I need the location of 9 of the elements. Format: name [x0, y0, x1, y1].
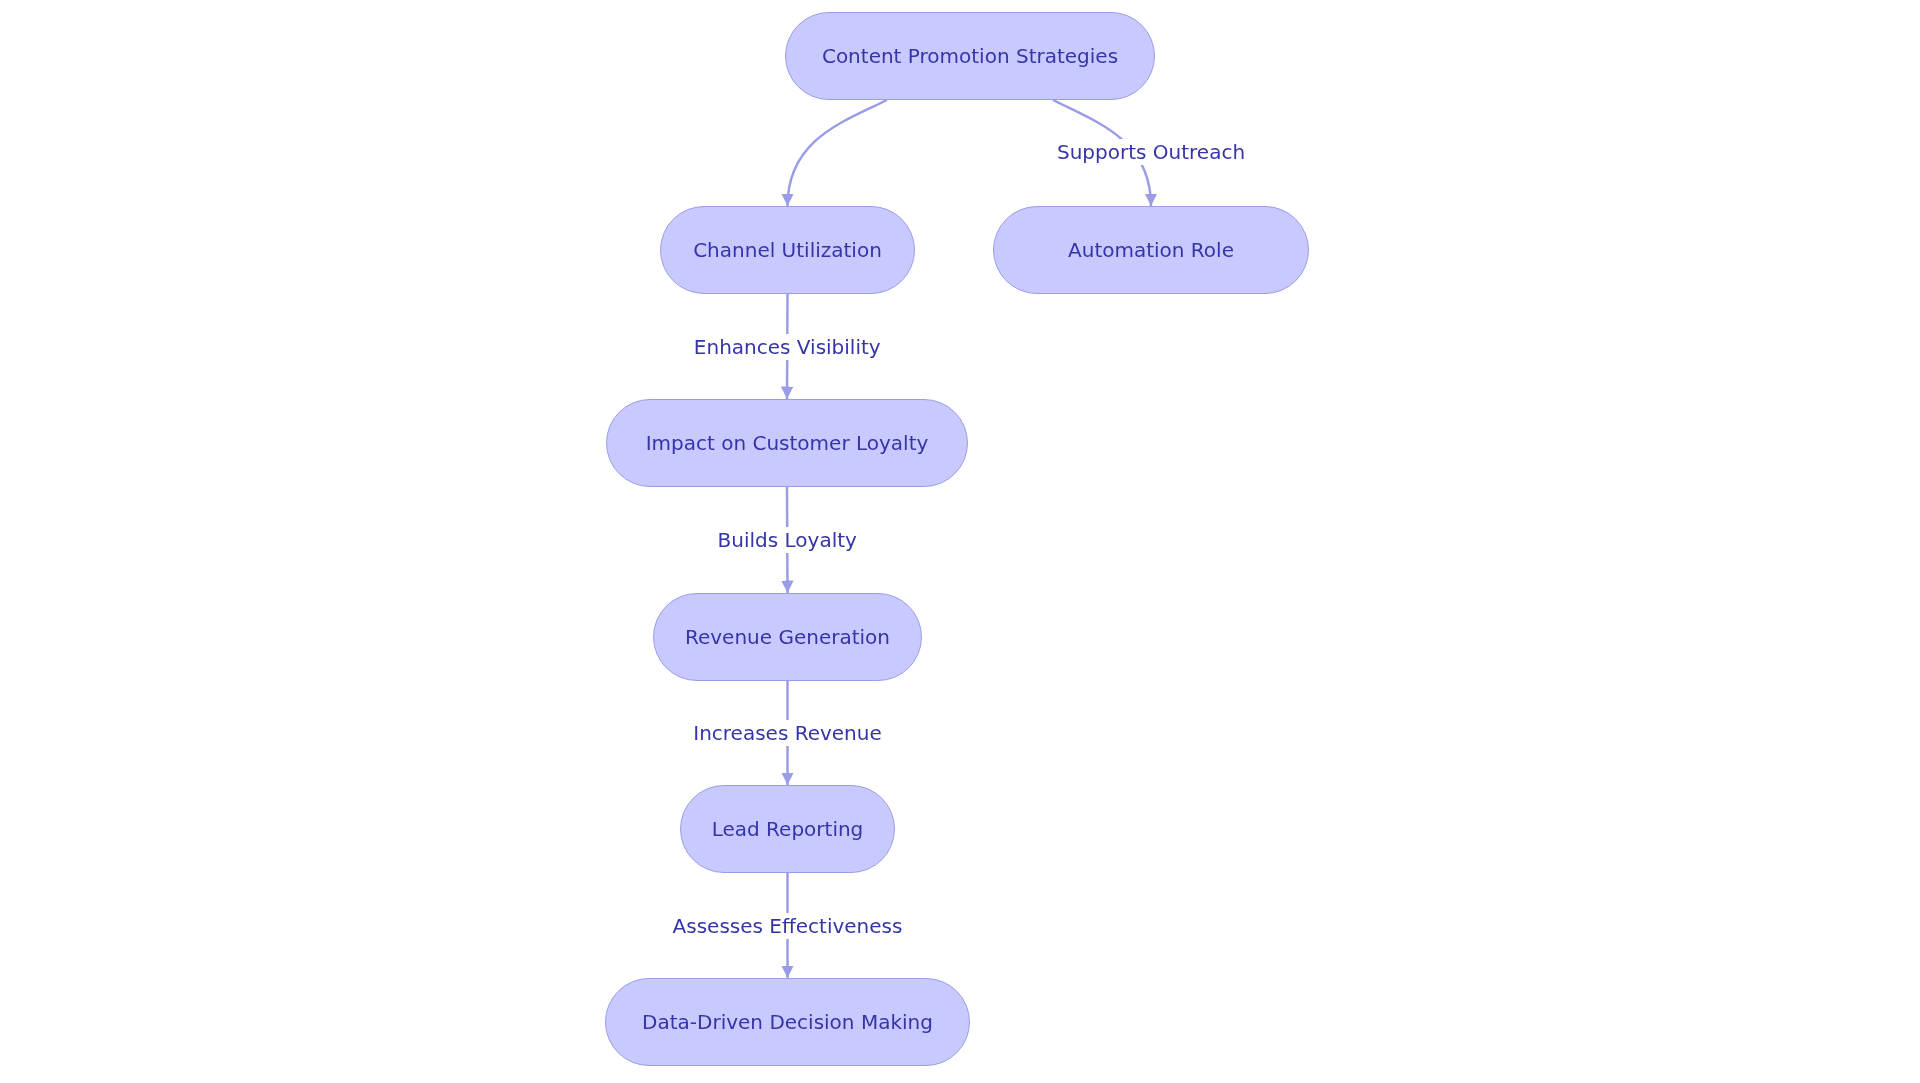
node-label: Lead Reporting: [711, 817, 864, 841]
node-label: Revenue Generation: [685, 625, 890, 649]
node-label: Data-Driven Decision Making: [642, 1010, 933, 1034]
edge-label: Assesses Effectiveness: [670, 912, 905, 939]
node-label: Impact on Customer Loyalty: [645, 431, 929, 455]
node-label: Content Promotion Strategies: [821, 44, 1119, 68]
node-label: Channel Utilization: [693, 238, 882, 262]
arrow: [782, 98, 888, 207]
node-label: Automation Role: [1068, 238, 1234, 262]
